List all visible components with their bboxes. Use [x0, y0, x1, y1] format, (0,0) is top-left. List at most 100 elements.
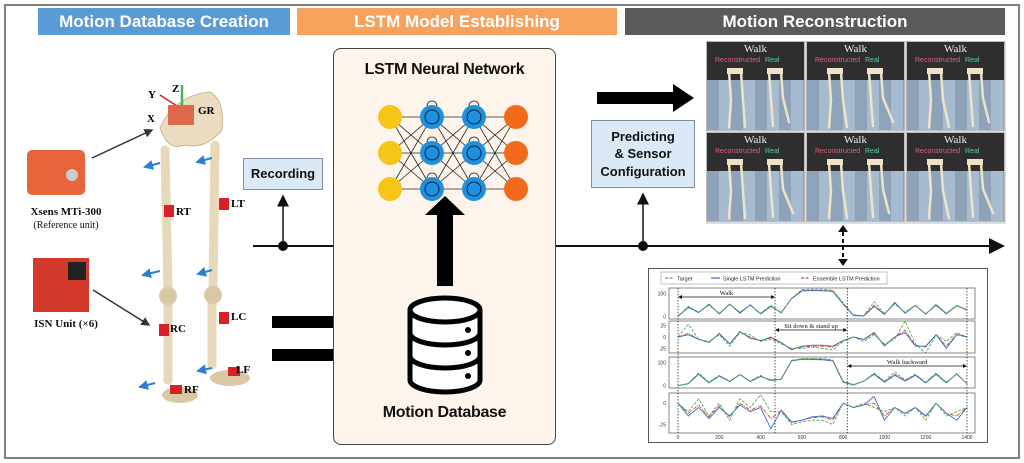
- predicting-line-2: & Sensor: [614, 146, 672, 162]
- lstm-cell-node: [420, 141, 444, 165]
- predicting-line-3: Configuration: [600, 163, 686, 179]
- up-arrow: [425, 196, 465, 286]
- predicting-box: Predicting & Sensor Configuration: [591, 120, 695, 188]
- floor: [907, 171, 1004, 221]
- real-label: Real: [765, 148, 780, 155]
- lstm-cell-node: [462, 177, 486, 201]
- series-line-target: [677, 288, 968, 318]
- reconstruction-tile: Walk Reconstructed Real: [906, 41, 1005, 131]
- xsens-note: (Reference unit): [33, 220, 99, 231]
- tile-title: Walk: [744, 43, 767, 55]
- reconstructed-label: Reconstructed: [715, 148, 761, 155]
- x-tick-label: 600: [798, 435, 807, 441]
- input-node: [378, 105, 402, 129]
- real-label: Real: [765, 57, 780, 64]
- lstm-cell-node: [420, 105, 444, 129]
- annotation-label: Sit down & stand up: [784, 323, 837, 330]
- skeleton-pair-icon: [827, 68, 895, 129]
- real-label: Real: [965, 57, 980, 64]
- reconstruction-tile: Walk Reconstructed Real: [706, 41, 805, 131]
- tile-title: Walk: [944, 134, 967, 146]
- x-tick-label: 1200: [920, 435, 931, 441]
- y-tick-label: 0: [663, 401, 666, 407]
- header-motion-reconstruction: Motion Reconstruction: [625, 8, 1005, 35]
- x-tick-label: 800: [839, 435, 848, 441]
- skeleton-pair-icon: [927, 68, 991, 129]
- sensor-label-gr: GR: [198, 105, 216, 117]
- floor: [707, 171, 804, 221]
- real-label: Real: [865, 57, 880, 64]
- recurrent-loop: [426, 136, 438, 143]
- orientation-arrows: [138, 155, 213, 390]
- reconstructed-label: Reconstructed: [815, 57, 861, 64]
- recurrent-loop: [468, 172, 480, 179]
- series-line-target: [677, 358, 968, 387]
- input-node: [378, 141, 402, 165]
- input-node: [378, 177, 402, 201]
- series-line-single: [677, 395, 968, 430]
- reconstruction-tile: Walk Reconstructed Real: [906, 132, 1005, 222]
- recurrent-loop: [468, 136, 480, 143]
- recording-box: Recording: [243, 158, 323, 190]
- legend-label: Single LSTM Prediction: [723, 277, 780, 283]
- database-label: Motion Database: [382, 404, 507, 421]
- leg-bones: [160, 140, 220, 385]
- lstm-title: LSTM Neural Network: [364, 61, 525, 78]
- data-input-arrow-1: [272, 308, 370, 336]
- figure-border: [4, 4, 1020, 459]
- axis-y-label: Y: [148, 89, 156, 101]
- series-line-single: [677, 330, 968, 351]
- reconstruction-tile: Walk Reconstructed Real: [806, 132, 905, 222]
- recurrent-loop: [426, 100, 438, 107]
- subplot-frame: [668, 392, 976, 434]
- real-label: Real: [965, 148, 980, 155]
- tile-title: Walk: [944, 43, 967, 55]
- database-icon: [407, 295, 483, 395]
- recurrent-loop: [426, 172, 438, 179]
- skeleton-pair-icon: [827, 159, 891, 220]
- floor: [807, 80, 904, 130]
- x-tick-label: 1400: [961, 435, 972, 441]
- sensor-label-rc: RC: [170, 323, 186, 335]
- output-node: [504, 141, 528, 165]
- reconstruction-tile: Walk Reconstructed Real: [706, 132, 805, 222]
- real-label: Real: [865, 148, 880, 155]
- neural-network-diagram: [378, 100, 528, 395]
- sensor-units: [159, 198, 240, 394]
- series-line-target: [677, 393, 968, 426]
- series-line-target: [677, 320, 968, 354]
- x-axis-label: Time(frame): [806, 442, 839, 443]
- xsens-device-image: [27, 150, 85, 195]
- reconstructed-label: Reconstructed: [715, 57, 761, 64]
- pointer-arrow-xsens: [91, 129, 154, 159]
- reconstruction-tile: Walk Reconstructed Real: [806, 41, 905, 131]
- skeleton-pair-icon: [927, 159, 995, 220]
- tile-title: Walk: [744, 134, 767, 146]
- y-tick-label: -25: [659, 346, 666, 352]
- predicting-line-1: Predicting: [611, 128, 675, 144]
- axis-x-label: X: [147, 113, 155, 125]
- lstm-cell-node: [420, 177, 444, 201]
- x-tick-label: 0: [677, 435, 680, 441]
- lstm-cell-node: [462, 105, 486, 129]
- x-tick-label: 400: [756, 435, 765, 441]
- prediction-chart: Target Single LSTM Prediction Ensemble LST…: [648, 268, 988, 443]
- subplot-frame: [668, 356, 976, 389]
- sensor-label-lf: LF: [236, 364, 250, 376]
- pointer-arrow-isn: [92, 289, 151, 326]
- recurrent-loop: [468, 100, 480, 107]
- legend-label: Ensemble LSTM Prediction: [813, 277, 880, 283]
- tile-title: Walk: [844, 43, 867, 55]
- annotation-label: Walk: [720, 290, 734, 297]
- y-tick-label: 0: [663, 315, 666, 321]
- skeleton-illustration: X Y Z GR RT LT RC LC RF LF: [27, 83, 250, 403]
- axis-z-label: Z: [172, 83, 179, 95]
- sensor-label-rt: RT: [176, 206, 192, 218]
- legend-label: Target: [677, 277, 693, 283]
- y-tick-label: 25: [660, 324, 666, 330]
- reconstructed-label: Reconstructed: [915, 148, 961, 155]
- header-lstm-model-establishing: LSTM Model Establishing: [297, 8, 617, 35]
- sensor-label-lt: LT: [231, 198, 245, 210]
- sensor-label-lc: LC: [231, 311, 246, 323]
- header-motion-database-creation: Motion Database Creation: [38, 8, 290, 35]
